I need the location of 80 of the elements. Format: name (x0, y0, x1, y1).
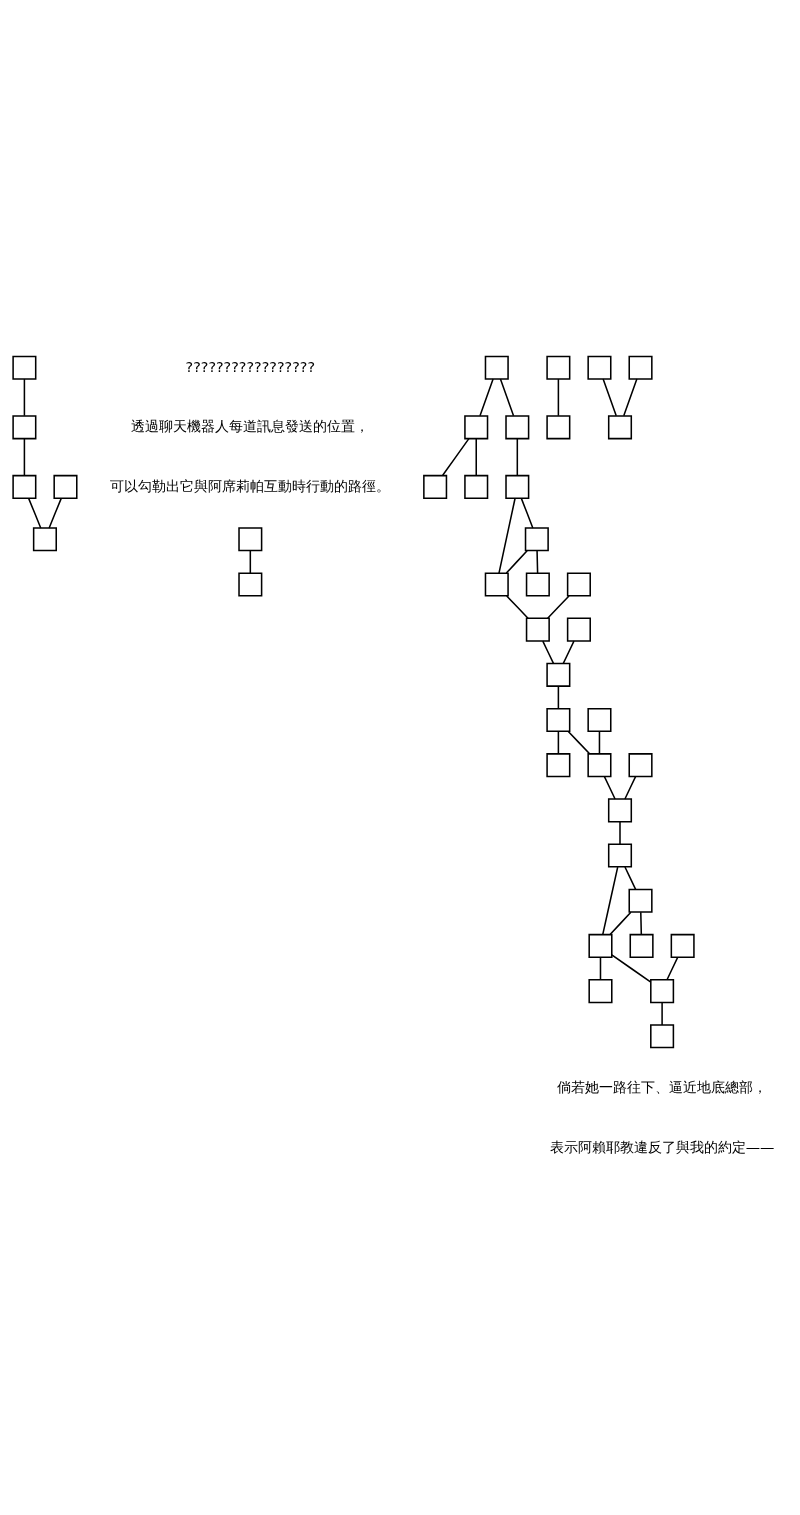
connector (608, 910, 632, 935)
node-box (629, 933, 654, 958)
connector (441, 437, 470, 476)
node-box (566, 571, 591, 596)
label: 倘若她一路往下、逼近地底總部， (556, 1078, 767, 1095)
connector (516, 437, 518, 476)
node-box (670, 933, 695, 958)
node-box (627, 888, 653, 913)
node-box (566, 617, 591, 642)
connector (535, 549, 538, 574)
node-box (52, 474, 78, 499)
connector (497, 497, 516, 574)
node-box (545, 707, 570, 732)
node-box (586, 752, 611, 777)
node-box (11, 414, 36, 439)
node-box (525, 617, 550, 642)
label: 表示阿賴耶教違反了與我的約定—— (549, 1138, 774, 1155)
node-box (586, 355, 611, 380)
connector (27, 497, 41, 529)
node-box (607, 414, 632, 439)
node-box (237, 526, 262, 551)
node-box (32, 526, 57, 551)
connector (47, 497, 62, 529)
node-box (422, 474, 447, 499)
label: ????????????????? (185, 358, 315, 375)
connector (601, 377, 617, 416)
connector (603, 775, 616, 800)
node-box (607, 797, 632, 822)
connector (601, 865, 618, 935)
connector (622, 377, 638, 416)
node-box (463, 414, 488, 439)
connector (623, 865, 636, 890)
node-box (586, 707, 611, 732)
label: 可以勾勒出它與阿席莉帕互動時行動的路徑。 (109, 477, 390, 494)
node-box (627, 752, 653, 777)
node-box (11, 355, 36, 380)
node-box (11, 474, 36, 499)
connector (623, 775, 636, 800)
label: 透過聊天機器人每道訊息發送的位置， (130, 417, 369, 434)
connector (660, 1001, 663, 1026)
node-box (649, 1023, 674, 1048)
connector (546, 594, 570, 619)
connector (562, 639, 575, 664)
connector (249, 549, 251, 574)
node-box (524, 526, 549, 551)
node-box (545, 414, 570, 439)
node-box (504, 474, 529, 499)
node-box (525, 571, 550, 596)
node-box (545, 355, 570, 380)
connector (557, 377, 559, 416)
node-box (587, 933, 613, 958)
connector (618, 820, 621, 845)
connector (557, 685, 559, 709)
connector (23, 377, 25, 416)
connector (567, 730, 590, 755)
node-box (504, 414, 529, 439)
connector (474, 437, 477, 476)
node-box (649, 978, 674, 1003)
node-box (587, 978, 613, 1003)
node-box (484, 355, 509, 380)
connector (639, 910, 642, 935)
node-box (545, 752, 570, 777)
connector (505, 549, 528, 574)
node-box (237, 571, 262, 596)
connector (557, 730, 559, 755)
connector (599, 956, 601, 980)
connector (598, 730, 600, 755)
node-box (607, 843, 632, 868)
node-box (627, 355, 653, 380)
connector (23, 437, 25, 476)
connector (520, 497, 534, 529)
connector (499, 377, 514, 416)
node-box (545, 662, 570, 687)
connector (610, 953, 651, 983)
connector (541, 639, 554, 664)
connector (665, 956, 678, 980)
connector (505, 594, 529, 619)
node-box (463, 474, 488, 499)
connector (478, 377, 494, 416)
node-box (484, 571, 509, 596)
